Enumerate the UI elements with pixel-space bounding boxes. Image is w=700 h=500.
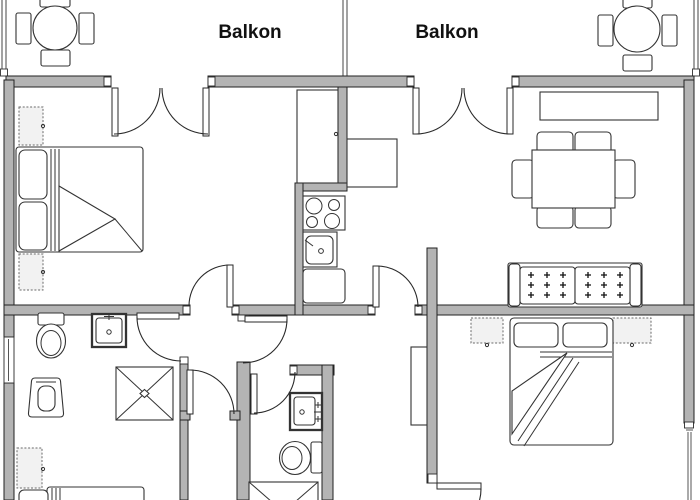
patio-set-right bbox=[597, 0, 678, 72]
door-jambs bbox=[103, 76, 520, 484]
nightstand-icon bbox=[18, 253, 44, 291]
dining-chair-icon bbox=[511, 159, 535, 199]
round-table-icon bbox=[32, 5, 78, 51]
washbasin-icon bbox=[90, 312, 128, 349]
door-swing-icon bbox=[250, 371, 296, 415]
pillow-icon bbox=[18, 149, 48, 200]
bedroom1-furniture bbox=[15, 89, 339, 291]
sideboard-icon bbox=[539, 91, 659, 121]
fridge-icon bbox=[346, 138, 398, 188]
round-table-icon bbox=[613, 5, 661, 53]
shower-icon bbox=[115, 366, 174, 421]
bedroom2-furniture bbox=[470, 317, 652, 447]
door-swing-icon bbox=[436, 482, 482, 500]
living-room-furniture bbox=[507, 91, 659, 308]
door-swing-icon bbox=[412, 87, 514, 135]
patio-chair-icon bbox=[597, 14, 614, 47]
balcony-label-left: Balkon bbox=[218, 22, 281, 43]
sofa-icon bbox=[507, 262, 643, 308]
balcony-label-right: Balkon bbox=[415, 22, 478, 43]
nightstand-icon bbox=[470, 317, 504, 344]
bedroom3-furniture bbox=[16, 447, 145, 500]
door-swing-icon bbox=[136, 312, 182, 362]
washbasin-icon bbox=[288, 391, 324, 432]
wardrobe-icon bbox=[296, 89, 339, 184]
kitchen-furniture bbox=[302, 138, 398, 304]
balcony-railing-icon bbox=[0, 0, 700, 77]
bathroom-fixtures bbox=[27, 312, 174, 421]
shower-icon bbox=[248, 481, 319, 500]
dining-table-icon bbox=[531, 149, 616, 209]
single-bed-icon bbox=[46, 486, 145, 500]
nightstand-icon bbox=[612, 317, 652, 344]
patio-chair-icon bbox=[78, 12, 95, 45]
door-swing-icon bbox=[188, 264, 234, 308]
doors bbox=[111, 87, 514, 500]
nightstand-icon bbox=[18, 106, 44, 146]
blanket-fold bbox=[511, 352, 568, 436]
double-bed-icon bbox=[509, 317, 614, 446]
patio-chair-icon bbox=[15, 12, 32, 45]
door-swing-icon bbox=[372, 265, 419, 308]
nightstand-icon bbox=[16, 447, 43, 489]
window-icon bbox=[3, 336, 694, 500]
patio-chair-icon bbox=[661, 14, 678, 47]
pillow-icon bbox=[562, 322, 608, 348]
dining-chair-icon bbox=[612, 159, 636, 199]
dining-chair-icon bbox=[536, 205, 574, 229]
blanket-fold bbox=[58, 185, 117, 252]
patio-chair-icon bbox=[40, 49, 71, 67]
pillow-icon bbox=[18, 489, 49, 500]
patio-chair-icon bbox=[622, 54, 653, 72]
bidet-icon bbox=[27, 377, 65, 418]
counter-icon bbox=[302, 268, 346, 304]
door-swing-icon bbox=[186, 369, 235, 415]
patio-set-left bbox=[15, 0, 95, 67]
toilet-icon bbox=[278, 440, 323, 476]
pillow-icon bbox=[18, 201, 48, 251]
hall-cabinet-icon bbox=[410, 346, 428, 426]
wc-fixtures bbox=[248, 391, 324, 500]
door-swing-icon bbox=[111, 87, 210, 137]
door-swing-icon bbox=[242, 315, 288, 364]
pillow-icon bbox=[513, 322, 559, 348]
dining-chair-icon bbox=[574, 205, 612, 229]
toilet-icon bbox=[35, 312, 67, 359]
